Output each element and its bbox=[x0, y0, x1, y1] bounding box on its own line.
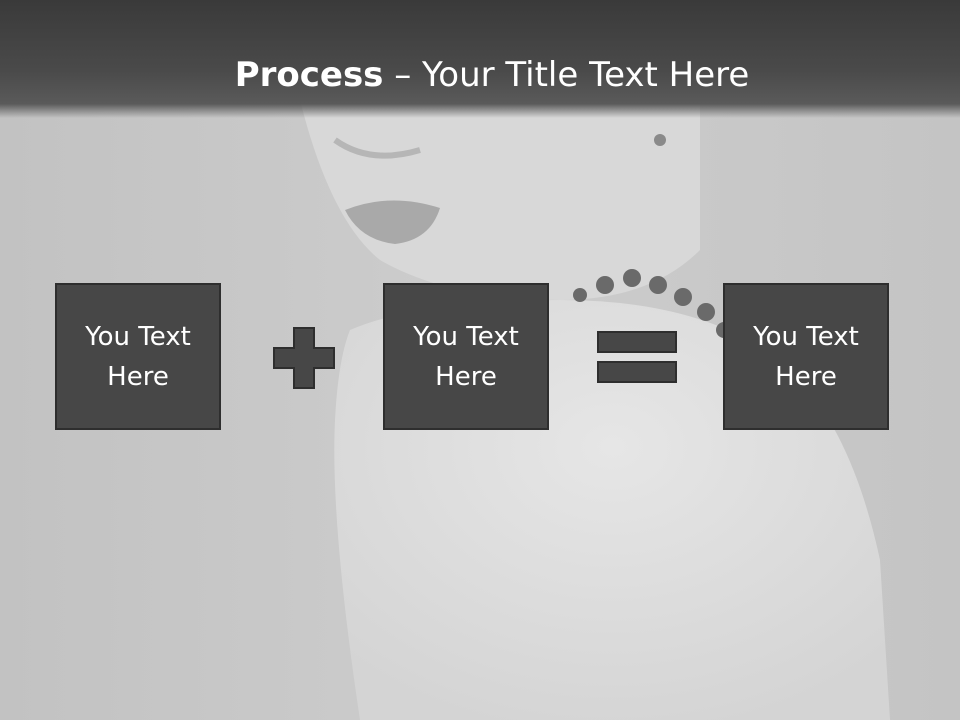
slide-title: Process – Your Title Text Here bbox=[0, 52, 960, 98]
step-box-text: You Text Here bbox=[85, 321, 191, 392]
step-box-text: You Text Here bbox=[413, 321, 519, 392]
title-bold: Process bbox=[234, 55, 384, 95]
title-bar bbox=[0, 0, 960, 118]
step-box-text: You Text Here bbox=[753, 321, 859, 392]
step-box-2[interactable]: You Text Here bbox=[383, 283, 549, 430]
step-box-3[interactable]: You Text Here bbox=[723, 283, 889, 430]
step-box-1[interactable]: You Text Here bbox=[55, 283, 221, 430]
title-rest: – Your Title Text Here bbox=[383, 55, 750, 95]
plus-icon bbox=[273, 327, 335, 389]
equals-icon bbox=[597, 331, 677, 383]
